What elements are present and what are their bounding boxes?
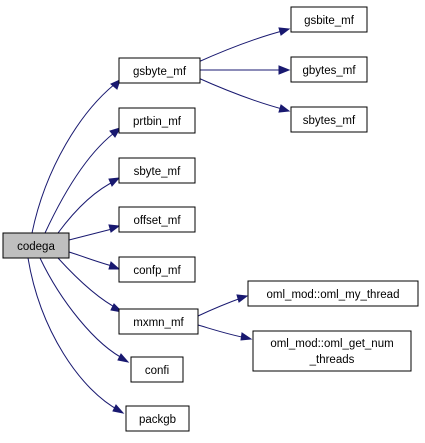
- node-mxmn-mf[interactable]: mxmn_mf: [118, 308, 199, 335]
- node-gsbyte-mf-box: [118, 57, 201, 84]
- node-oml-get-num-threads[interactable]: oml_mod::oml_get_num _threads: [252, 330, 412, 372]
- node-oml-my-thread-box: [247, 280, 419, 307]
- node-offset-mf[interactable]: offset_mf: [118, 206, 196, 233]
- node-confi[interactable]: confi: [130, 356, 184, 383]
- node-gsbite-mf-box: [290, 6, 368, 33]
- node-prtbin-mf[interactable]: prtbin_mf: [118, 107, 196, 134]
- node-prtbin-mf-label: prtbin_mf: [133, 116, 182, 128]
- edge-codega-gsbyte: [31, 79, 121, 234]
- node-sbyte-mf-label: sbyte_mf: [134, 166, 181, 178]
- node-confi-box: [130, 356, 184, 383]
- node-codega-label: codega: [17, 241, 55, 253]
- edge-gsbyte-gbytes: [200, 65, 291, 75]
- node-sbytes-mf-label: sbytes_mf: [303, 115, 356, 127]
- node-gsbite-mf[interactable]: gsbite_mf: [290, 6, 368, 33]
- edges: [27, 27, 291, 414]
- edge-mxmn-numthreads: [197, 324, 253, 341]
- node-sbytes-mf-box: [290, 106, 368, 133]
- node-codega-box: [2, 232, 70, 259]
- node-gbytes-mf[interactable]: gbytes_mf: [290, 56, 368, 83]
- node-gsbyte-mf-label: gsbyte_mf: [133, 66, 187, 78]
- node-confp-mf-label: confp_mf: [133, 265, 181, 277]
- edge-gsbyte-gsbite: [195, 27, 291, 64]
- node-offset-mf-box: [118, 206, 196, 233]
- node-packgb-label: packgb: [139, 414, 176, 426]
- node-offset-mf-label: offset_mf: [133, 215, 181, 227]
- node-confi-label: confi: [145, 365, 169, 377]
- node-gsbyte-mf[interactable]: gsbyte_mf: [118, 57, 201, 84]
- node-oml-get-num-threads-label: oml_mod::oml_get_num: [270, 338, 393, 350]
- node-mxmn-mf-label: mxmn_mf: [133, 317, 184, 329]
- node-oml-my-thread-label: oml_mod::oml_my_thread: [267, 289, 400, 301]
- node-gbytes-mf-label: gbytes_mf: [302, 65, 356, 77]
- edge-codega-offset: [68, 224, 121, 241]
- node-confp-mf-box: [118, 256, 196, 283]
- edge-codega-confi: [39, 257, 130, 363]
- node-mxmn-mf-box: [118, 308, 199, 335]
- node-sbyte-mf[interactable]: sbyte_mf: [118, 157, 196, 184]
- edge-mxmn-mythread: [197, 294, 249, 317]
- node-prtbin-mf-box: [118, 107, 196, 134]
- node-confp-mf[interactable]: confp_mf: [118, 256, 196, 283]
- edge-gsbyte-sbytes: [195, 76, 291, 113]
- node-codega[interactable]: codega: [2, 232, 70, 259]
- node-sbyte-mf-box: [118, 157, 196, 184]
- node-packgb[interactable]: packgb: [125, 405, 190, 432]
- edge-codega-prtbin: [44, 127, 122, 234]
- node-gbytes-mf-box: [290, 56, 368, 83]
- node-oml-get-num-threads-box: [252, 330, 412, 372]
- node-packgb-box: [125, 405, 190, 432]
- edge-codega-sbyte: [57, 177, 121, 234]
- edge-codega-confp: [68, 251, 121, 270]
- node-sbytes-mf[interactable]: sbytes_mf: [290, 106, 368, 133]
- nodes: codega gsbyte_mf prtbin_mf sbyte_mf offs…: [2, 6, 419, 432]
- edge-codega-packgb: [27, 257, 125, 414]
- node-oml-get-num-threads-label-2: _threads: [309, 354, 355, 366]
- node-oml-my-thread[interactable]: oml_mod::oml_my_thread: [247, 280, 419, 307]
- node-gsbite-mf-label: gsbite_mf: [304, 15, 355, 27]
